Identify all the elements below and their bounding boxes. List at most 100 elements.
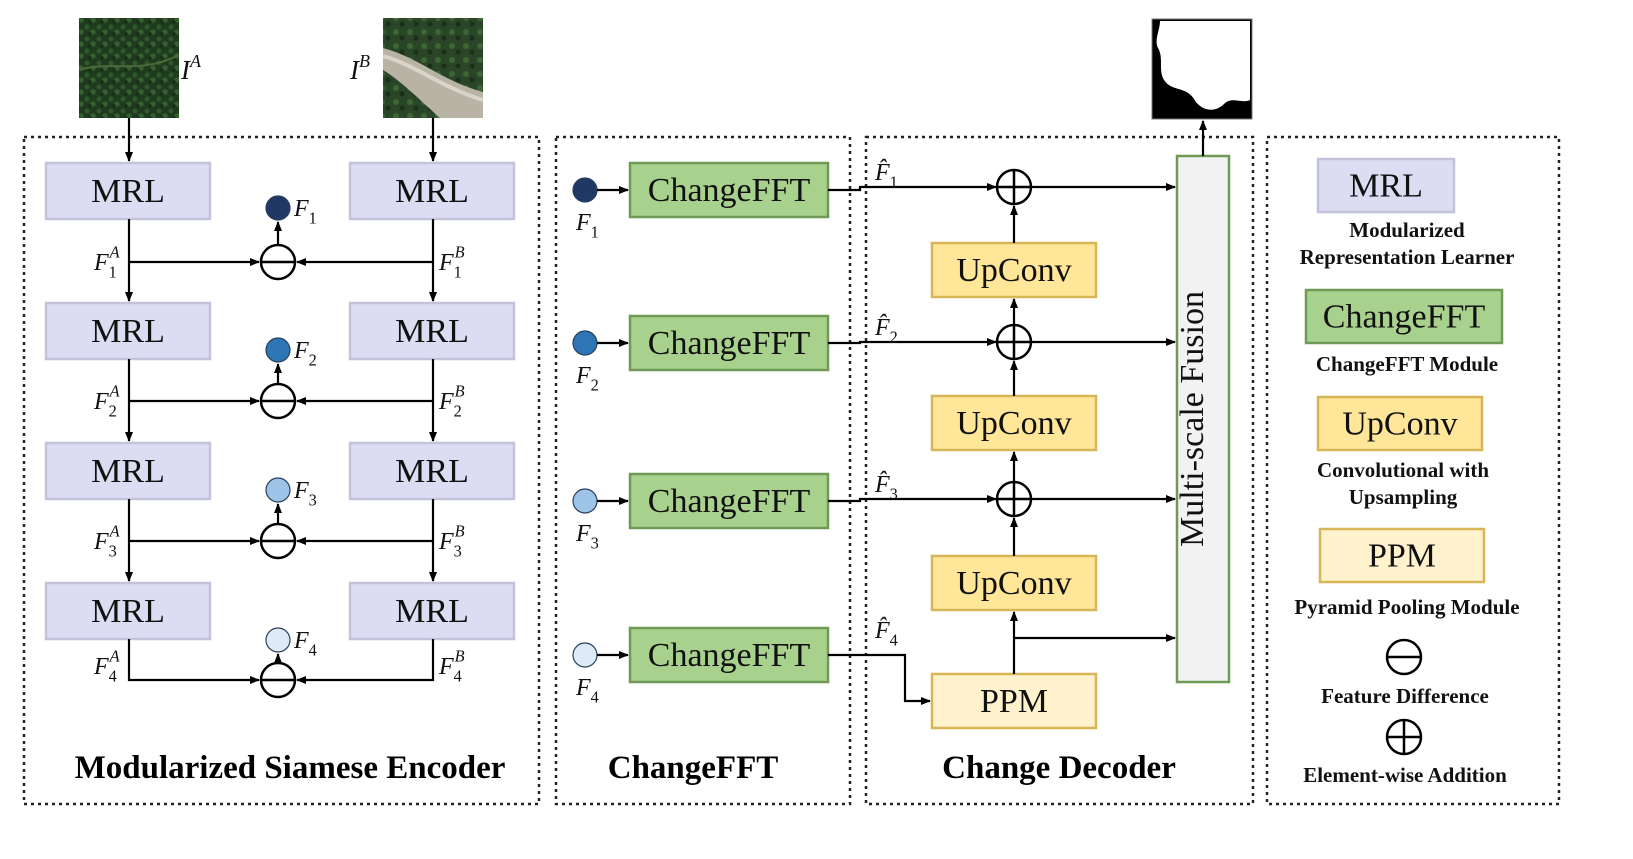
image-b-label: IB	[349, 51, 370, 85]
label-fa-3: F3A	[93, 521, 121, 560]
legend-mrl-swatch: MRL	[1316, 157, 1456, 214]
changefft-frame	[554, 135, 852, 806]
mrl-b-4: MRL	[348, 581, 516, 641]
change-map-output	[1151, 18, 1253, 120]
image-a-label: IA	[180, 51, 202, 85]
diff-op-2	[259, 382, 297, 420]
label-fft-input-f4: F4	[575, 675, 599, 707]
edge-fa-4-to-diff	[127, 639, 260, 684]
add-op-1	[995, 168, 1033, 206]
feature-dot-f2	[265, 337, 291, 363]
legend-mrl-swatch-label: MRL	[1349, 168, 1423, 205]
legend-diff-desc: Feature Difference	[1321, 684, 1489, 708]
changefft-block-4-label: ChangeFFT	[648, 637, 811, 674]
fft-input-dot-f4	[572, 642, 598, 668]
legend-mrl-desc-1: Modularized	[1349, 218, 1465, 242]
upconv-block-1-label: UpConv	[956, 252, 1071, 289]
mrl-b-2: MRL	[348, 301, 516, 361]
legend-upconv-swatch-label: UpConv	[1342, 406, 1457, 443]
legend-upconv-swatch: UpConv	[1316, 395, 1484, 452]
changefft-block-1: ChangeFFT	[628, 161, 830, 219]
mrl-b-3-label: MRL	[395, 453, 469, 490]
edge-fft-4-to-ppm	[828, 653, 931, 705]
mrl-a-3-label: MRL	[91, 453, 165, 490]
edge-fb-4-to-diff	[296, 639, 435, 684]
legend-ppm-swatch-label: PPM	[1368, 538, 1436, 575]
legend-fft-desc: ChangeFFT Module	[1316, 352, 1498, 376]
legend-add-symbol	[1385, 718, 1423, 756]
mrl-b-4-label: MRL	[395, 593, 469, 630]
label-fb-1: F1B	[438, 242, 465, 281]
encoder-frame	[22, 135, 541, 806]
upconv-block-1: UpConv	[930, 241, 1098, 299]
multiscale-fusion-block: Multi-scale Fusion	[1174, 154, 1231, 684]
legend-changefft-swatch-label: ChangeFFT	[1323, 299, 1486, 336]
mrl-a-2-label: MRL	[91, 313, 165, 350]
fft-input-dot-f3	[572, 488, 598, 514]
upconv-block-3: UpConv	[930, 554, 1098, 612]
legend-changefft-swatch: ChangeFFT	[1304, 288, 1504, 345]
legend-diff-symbol	[1385, 638, 1423, 676]
feature-dot-f1	[265, 195, 291, 221]
label-f4-enc: F4	[293, 628, 317, 660]
encoder-title: Modularized Siamese Encoder	[75, 750, 506, 786]
label-fb-4: F4B	[438, 646, 465, 685]
legend-add-desc: Element-wise Addition	[1303, 763, 1507, 787]
label-fft-input-f2: F2	[575, 363, 599, 395]
label-f2-enc: F2	[293, 338, 317, 370]
changefft-block-4: ChangeFFT	[628, 626, 830, 684]
feature-dot-f4	[265, 627, 291, 653]
label-fhat-3: F̂3	[874, 471, 898, 504]
image-b-thumbnail	[382, 18, 484, 118]
diff-op-3	[259, 522, 297, 560]
mrl-a-3: MRL	[44, 441, 212, 501]
fusion-label: Multi-scale Fusion	[1174, 291, 1211, 547]
changefft-block-3-label: ChangeFFT	[648, 483, 811, 520]
diff-op-4	[259, 661, 297, 699]
label-fa-2: F2A	[93, 381, 121, 420]
edge-fft-1-to-add	[828, 183, 997, 192]
mrl-b-2-label: MRL	[395, 313, 469, 350]
label-fhat-4: F̂4	[874, 617, 898, 650]
legend-ppm-swatch: PPM	[1318, 527, 1486, 584]
mrl-b-1-label: MRL	[395, 173, 469, 210]
mrl-a-1-label: MRL	[91, 173, 165, 210]
fft-input-dot-f2	[572, 330, 598, 356]
changefft-block-2-label: ChangeFFT	[648, 325, 811, 362]
diff-op-1	[259, 243, 297, 281]
legend-upconv-desc-2: Upsampling	[1349, 485, 1458, 509]
decoder-frame	[864, 135, 1255, 806]
label-fft-input-f1: F1	[575, 210, 599, 242]
changefft-title: ChangeFFT	[608, 750, 779, 786]
upconv-block-2: UpConv	[930, 394, 1098, 452]
legend-mrl-desc-2: Representation Learner	[1300, 245, 1515, 269]
upconv-block-3-label: UpConv	[956, 565, 1071, 602]
changefft-block-2: ChangeFFT	[628, 314, 830, 372]
decoder-title: Change Decoder	[942, 750, 1176, 786]
label-fft-input-f3: F3	[575, 521, 599, 553]
changefft-column: F1ChangeFFTF2ChangeFFTF3ChangeFFTF4Chang…	[572, 161, 830, 707]
ppm-block: PPM	[930, 672, 1098, 730]
legend-frame	[1265, 135, 1561, 806]
label-fb-3: F3B	[438, 521, 465, 560]
label-fa-1: F1A	[93, 242, 121, 281]
label-fa-4: F4A	[93, 646, 121, 685]
label-f3-enc: F3	[293, 478, 317, 510]
changefft-block-1-label: ChangeFFT	[648, 172, 811, 209]
fft-input-dot-f1	[572, 177, 598, 203]
image-a-thumbnail	[78, 18, 180, 118]
mrl-a-1: MRL	[44, 161, 212, 221]
mrl-a-4-label: MRL	[91, 593, 165, 630]
label-fhat-2: F̂2	[874, 314, 898, 347]
mrl-b-1: MRL	[348, 161, 516, 221]
mrl-a-2: MRL	[44, 301, 212, 361]
changefft-block-3: ChangeFFT	[628, 472, 830, 530]
mrl-b-3: MRL	[348, 441, 516, 501]
add-op-2	[995, 323, 1033, 361]
legend-upconv-desc-1: Convolutional with	[1317, 458, 1489, 482]
edge-fft-3-to-add	[828, 495, 997, 503]
decoder-column: Multi-scale FusionF̂1UpConvF̂2UpConvF̂3U…	[828, 120, 1231, 730]
